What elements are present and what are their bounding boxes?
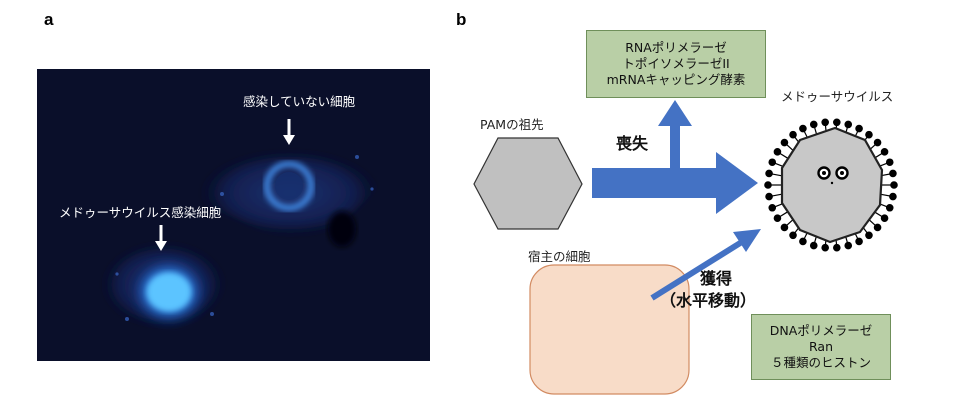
ancestor-hexagon: [473, 137, 583, 230]
host-cell-label: 宿主の細胞: [528, 249, 591, 264]
virus-spikes: [764, 118, 898, 252]
virus-spike-tip: [799, 237, 807, 246]
loss-arrow: [658, 100, 692, 174]
lost-gene: トポイソメラーゼII: [622, 56, 730, 71]
virus-spike-tip: [768, 203, 777, 212]
virus-spike-tip: [844, 120, 853, 129]
virus-spike-tip: [821, 118, 829, 127]
virus-spike-tip: [765, 192, 773, 201]
gained-gene: Ran: [809, 339, 833, 354]
virus-spike-tip: [764, 181, 772, 189]
panel-b-letter: b: [456, 10, 467, 29]
virus-spike-tip: [768, 158, 777, 167]
virus-spike-tip: [885, 158, 894, 167]
virus-spike-tip: [873, 223, 882, 232]
virus-spike-tip: [889, 192, 897, 201]
virus-spike-tip: [855, 124, 863, 133]
virus-spike-tip: [773, 214, 782, 222]
virus-spike-tip: [789, 231, 797, 240]
virus-spike-tip: [873, 138, 882, 147]
virus-spike-tip: [880, 214, 889, 222]
gain-arrow: [650, 229, 761, 301]
virus-spike-tip: [780, 138, 789, 147]
host-cell-shape: [529, 264, 690, 395]
gained-gene: DNAポリメラーゼ: [769, 323, 873, 338]
uninfected-nucleus: [264, 161, 314, 211]
virus-spike-tip: [889, 169, 897, 178]
virus-spike-tip: [865, 130, 873, 139]
hgt-label: （水平移動）: [660, 291, 757, 310]
lost-genes-box: RNAポリメラーゼ トポイソメラーゼII mRNAキャッピング酵素: [586, 30, 766, 98]
uninfected-cell-label: 感染していない細胞: [243, 94, 356, 109]
virus-spike-tip: [773, 148, 782, 156]
virus-face: [817, 166, 849, 185]
virus-spike-tip: [855, 237, 863, 246]
virus-spike-tip: [865, 231, 873, 240]
loss-label: 喪失: [616, 134, 649, 153]
lost-gene: mRNAキャッピング酵素: [606, 72, 746, 87]
virus-spike-tip: [809, 120, 818, 129]
virus-spike-tip: [885, 203, 894, 212]
gained-genes-box: DNAポリメラーゼ Ran ５種類のヒストン: [751, 314, 891, 380]
virus-spike-tip: [809, 241, 818, 250]
gain-label: 獲得: [700, 269, 733, 288]
fluorescence-micrograph: 感染していない細胞 メドゥーサウイルス感染細胞: [37, 69, 430, 361]
gained-gene: ５種類のヒストン: [770, 355, 871, 370]
main-arrow: [592, 152, 758, 214]
virus-spike-tip: [833, 243, 841, 252]
virus-spike-tip: [890, 181, 898, 189]
virus-spike-tip: [833, 118, 841, 127]
micrograph-image: [100, 119, 382, 329]
virus-spike-tip: [880, 148, 889, 156]
virus-spike-tip: [844, 241, 853, 250]
virus-spike-tip: [780, 223, 789, 232]
lost-gene: RNAポリメラーゼ: [625, 40, 727, 55]
virus-spike-tip: [789, 130, 797, 139]
ancestor-label: PAMの祖先: [480, 117, 544, 132]
virus-spike-tip: [765, 169, 773, 178]
panel-a-letter: a: [44, 10, 54, 29]
virus-capsid: [780, 126, 884, 244]
virus-label: メドゥーサウイルス: [781, 89, 894, 104]
virus-spike-tip: [821, 243, 829, 252]
virus-spike-tip: [799, 124, 807, 133]
infected-cell-label: メドゥーサウイルス感染細胞: [59, 205, 222, 220]
